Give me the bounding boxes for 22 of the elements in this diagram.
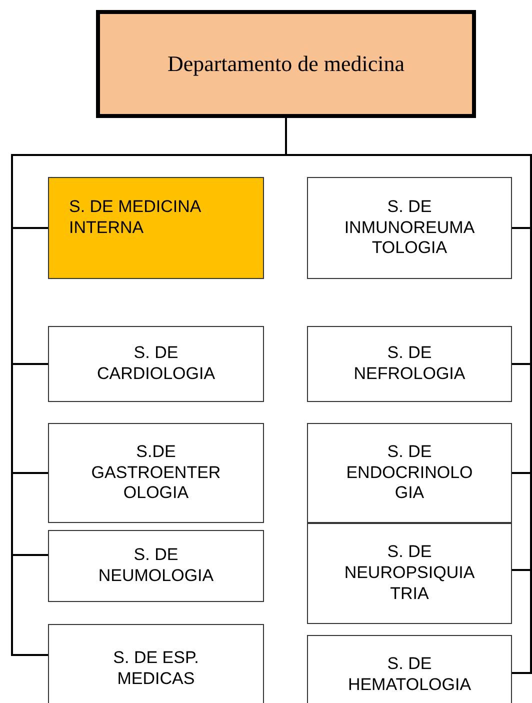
service-box <box>307 635 512 703</box>
box-label: S. DE NEFROLOGIA <box>352 343 466 385</box>
box-label: S. DE HEMATOLOGIA <box>346 654 472 696</box>
service-box <box>48 177 264 279</box>
service-box <box>48 530 264 602</box>
box-label: S. DE NEUROPSIQUIA TRIA <box>343 542 476 605</box>
service-box <box>48 423 264 523</box>
service-box <box>307 326 512 402</box>
box-label: S. DE INMUNOREUMA TOLOGIA <box>343 196 476 260</box>
box-label: S. DE ESP. MEDICAS <box>112 648 200 690</box>
box-label: S. DE MEDICINA INTERNA <box>69 197 202 239</box>
box-label: S. DE NEUMOLOGIA <box>97 545 215 587</box>
service-box <box>307 177 512 279</box>
box-label: S. DE CARDIOLOGIA <box>96 343 216 385</box>
department-box <box>96 10 476 118</box>
box-label: Departamento de medicina <box>167 50 404 78</box>
box-label: S. DE ENDOCRINOLO GIA <box>345 442 474 504</box>
service-box <box>307 423 512 523</box>
service-box <box>307 523 512 624</box>
box-label: S.DE GASTROENTER OLOGIA <box>90 442 222 504</box>
service-box <box>48 326 264 402</box>
service-box <box>48 624 264 703</box>
